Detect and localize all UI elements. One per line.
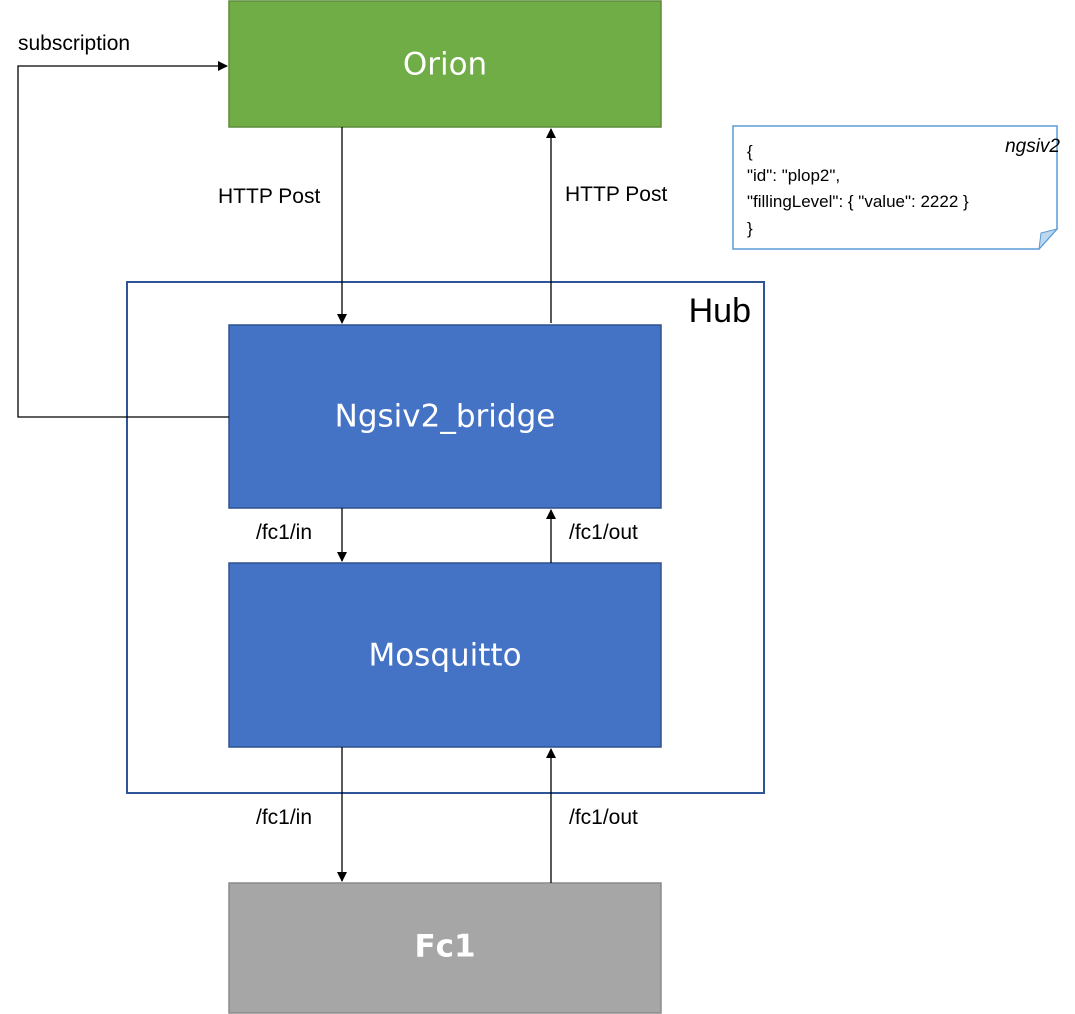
bridge-node: Ngsiv2_bridge — [228, 324, 662, 509]
note-fold — [1038, 228, 1059, 251]
mosquitto-box — [228, 562, 662, 748]
mosquitto-to-bridge-edge: /fc1/out — [546, 509, 638, 563]
fc1-node: Fc1 — [228, 882, 662, 1014]
orion-label: Orion — [403, 47, 487, 83]
fc1-label: Fc1 — [414, 929, 475, 965]
mosquitto-to-fc1-edge: /fc1/in — [256, 747, 347, 882]
mosquitto-to-fc1-label: /fc1/in — [256, 806, 312, 829]
subscription-label: subscription — [18, 32, 130, 55]
orion-to-bridge-label: HTTP Post — [218, 185, 320, 208]
note-line: } — [747, 219, 753, 238]
ngsiv2-note: ngsiv2 { "id": "plop2", "fillingLevel": … — [732, 125, 1060, 251]
note-line: { — [747, 142, 753, 161]
fc1-to-mosquitto-edge: /fc1/out — [546, 748, 638, 883]
note-line: "id": "plop2", — [747, 166, 840, 185]
subscription-arrow — [17, 61, 229, 418]
bridge-to-orion-label: HTTP Post — [565, 183, 667, 206]
orion-node: Orion — [228, 0, 662, 128]
bridge-box — [228, 324, 662, 509]
orion-to-bridge-edge: HTTP Post — [218, 127, 347, 324]
mosquitto-label: Mosquitto — [368, 638, 521, 674]
hub-container: Hub — [126, 281, 765, 794]
bridge-label: Ngsiv2_bridge — [335, 399, 556, 435]
note-line: "fillingLevel": { "value": 2222 } — [747, 192, 969, 211]
bridge-to-orion-edge: HTTP Post — [546, 128, 667, 323]
note-title: ngsiv2 — [1005, 136, 1060, 157]
orion-box — [228, 0, 662, 128]
bridge-to-mosquitto-label: /fc1/in — [256, 521, 312, 544]
fc1-to-mosquitto-label: /fc1/out — [569, 806, 638, 829]
mosquitto-node: Mosquitto — [228, 562, 662, 748]
subscription-edge: subscription — [17, 32, 229, 418]
hub-label: Hub — [689, 292, 751, 330]
fc1-box — [228, 882, 662, 1014]
mosquitto-to-bridge-label: /fc1/out — [569, 521, 638, 544]
hub-border — [126, 281, 765, 794]
bridge-to-mosquitto-edge: /fc1/in — [256, 508, 347, 562]
